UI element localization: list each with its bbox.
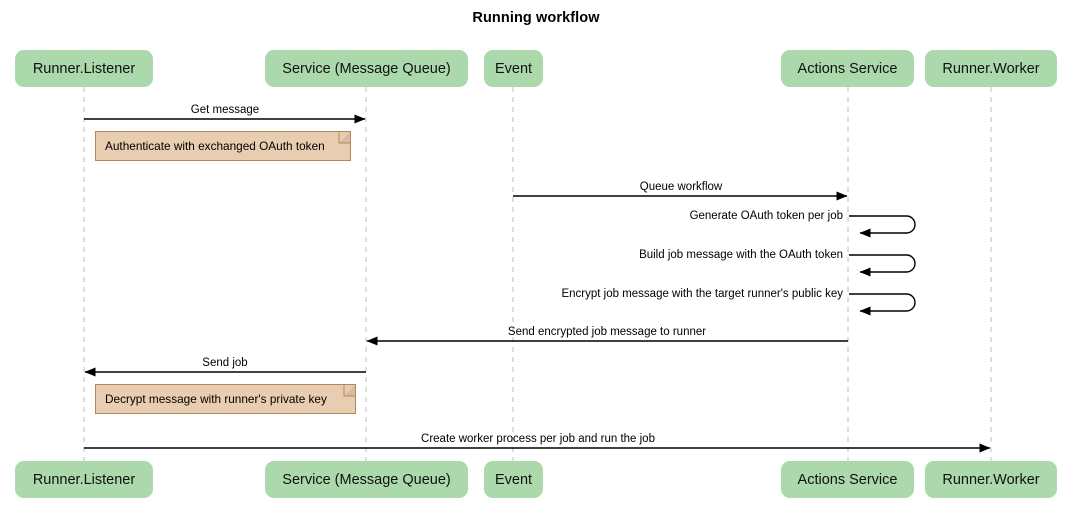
participant-event-top[interactable]: Event <box>484 50 543 87</box>
message-label-send-job: Send job <box>202 357 248 369</box>
participant-actions-service-top[interactable]: Actions Service <box>781 50 914 87</box>
note-label: Authenticate with exchanged OAuth token <box>105 139 325 153</box>
note-fold-corner-icon <box>344 385 355 396</box>
self-loop-build-job-message-with-the-oauth-token <box>849 254 916 277</box>
note-note-decrypt: Decrypt message with runner's private ke… <box>95 384 356 414</box>
participant-runner-worker-top[interactable]: Runner.Worker <box>925 50 1057 87</box>
participant-label: Runner.Worker <box>942 471 1040 488</box>
participant-service-message-queue-bottom[interactable]: Service (Message Queue) <box>265 461 468 498</box>
participant-service-message-queue-top[interactable]: Service (Message Queue) <box>265 50 468 87</box>
note-label: Decrypt message with runner's private ke… <box>105 392 327 406</box>
participant-label: Runner.Listener <box>32 60 136 77</box>
message-label-build-job-message-with-the-oauth-token: Build job message with the OAuth token <box>639 249 843 261</box>
participant-label: Actions Service <box>797 60 898 77</box>
participant-label: Actions Service <box>797 471 898 488</box>
participant-actions-service-bottom[interactable]: Actions Service <box>781 461 914 498</box>
participant-label: Event <box>494 60 533 77</box>
message-label-get-message: Get message <box>190 104 260 116</box>
note-fold-corner-icon <box>339 132 350 143</box>
self-loop-encrypt-job-message-with-the-target-runners-public-key <box>849 293 916 316</box>
page-title: Running workflow <box>472 10 600 26</box>
message-label-queue-workflow: Queue workflow <box>639 181 723 193</box>
participant-label: Service (Message Queue) <box>282 471 451 488</box>
message-label-generate-oauth-token-per-job: Generate OAuth token per job <box>689 210 843 222</box>
message-label-create-worker-process-per-job-and-run-the-job: Create worker process per job and run th… <box>421 433 655 445</box>
participant-label: Runner.Worker <box>942 60 1040 77</box>
messages-group <box>84 114 991 453</box>
message-label-send-encrypted-job-message-to-runner: Send encrypted job message to runner <box>507 326 707 338</box>
participant-event-bottom[interactable]: Event <box>484 461 543 498</box>
participant-runner-worker-bottom[interactable]: Runner.Worker <box>925 461 1057 498</box>
participant-runner-listener-bottom[interactable]: Runner.Listener <box>15 461 153 498</box>
message-label-encrypt-job-message-with-the-target-runners-public-key: Encrypt job message with the target runn… <box>561 288 843 300</box>
note-note-authenticate: Authenticate with exchanged OAuth token <box>95 131 351 161</box>
lifelines-group <box>83 87 992 461</box>
participant-runner-listener-top[interactable]: Runner.Listener <box>15 50 153 87</box>
participant-label: Service (Message Queue) <box>282 60 451 77</box>
participant-label: Event <box>494 471 533 488</box>
participant-label: Runner.Listener <box>32 471 136 488</box>
self-loop-generate-oauth-token-per-job <box>849 215 916 238</box>
